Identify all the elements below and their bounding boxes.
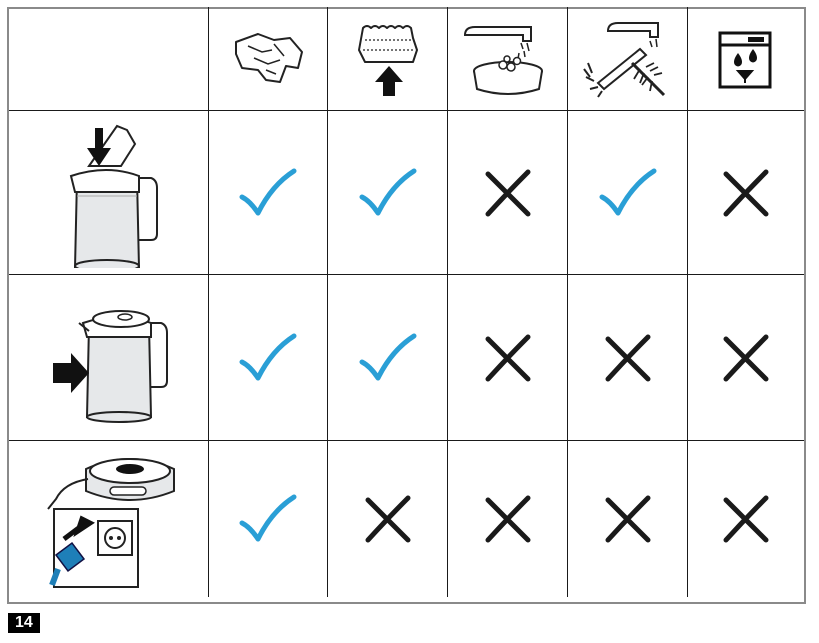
sponge-icon <box>328 10 447 110</box>
grid-line <box>687 7 688 597</box>
cross-mark-icon <box>688 275 804 440</box>
base-unplug-icon <box>9 441 208 597</box>
check-mark-icon <box>328 111 447 274</box>
check-mark-icon <box>209 441 327 597</box>
check-mark-icon <box>328 275 447 440</box>
brush-under-tap-icon <box>568 10 687 110</box>
cross-mark-icon <box>448 275 567 440</box>
grid-line <box>208 7 209 597</box>
cross-mark-icon <box>688 111 804 274</box>
cross-mark-icon <box>448 441 567 597</box>
dishwasher-icon <box>688 10 804 110</box>
check-mark-icon <box>568 111 687 274</box>
grid-line <box>9 110 804 111</box>
cross-mark-icon <box>568 275 687 440</box>
grid-line <box>9 274 804 275</box>
dishwasher-tap-bowl-icon <box>448 10 567 110</box>
grid-line <box>327 7 328 597</box>
cross-mark-icon <box>448 111 567 274</box>
grid-line <box>9 440 804 441</box>
table-frame <box>7 7 806 604</box>
grid-line <box>447 7 448 597</box>
cross-mark-icon <box>328 441 447 597</box>
grid-line <box>567 7 568 597</box>
cross-mark-icon <box>688 441 804 597</box>
cross-mark-icon <box>568 441 687 597</box>
check-mark-icon <box>209 111 327 274</box>
kettle-body-icon <box>9 275 208 440</box>
page-number: 14 <box>8 613 40 633</box>
check-mark-icon <box>209 275 327 440</box>
cloth-icon <box>209 10 327 110</box>
kettle-lid-open-icon <box>9 111 208 274</box>
